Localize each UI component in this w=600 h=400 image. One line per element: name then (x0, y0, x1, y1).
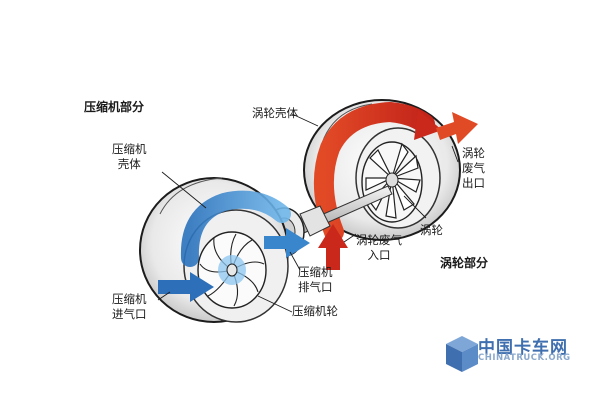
leader-lines (157, 113, 459, 313)
turbine-housing-label: 涡轮壳体 (252, 106, 298, 120)
compressor-inlet-line2: 进气口 (112, 307, 147, 321)
compressor-outlet-line1: 压缩机 (298, 265, 333, 279)
compressor-outlet-label: 压缩机 排气口 (298, 265, 333, 295)
turbine-exhaust-inlet-line1: 涡轮废气 (356, 233, 402, 247)
compressor-inlet-arrow (158, 272, 214, 302)
compressor-inlet-label: 压缩机 进气口 (112, 292, 147, 322)
turbine-exhaust-outlet-line3: 出口 (462, 176, 485, 190)
turbine-exhaust-outlet-line2: 废气 (462, 161, 485, 175)
turbine-wheel (361, 141, 423, 223)
turbine-wheel-label: 涡轮 (420, 223, 443, 237)
truck-logo-icon (446, 336, 478, 372)
compressor-wheel (197, 231, 267, 309)
turbine-exhaust-inlet-line2: 入口 (367, 248, 391, 262)
turbine-outlet-arrow (436, 112, 478, 144)
compressor-outlet-line2: 排气口 (298, 280, 333, 294)
compressor-wheel-label: 压缩机轮 (292, 304, 338, 318)
compressor-housing-label-line1: 压缩机 (112, 142, 147, 156)
compressor-inlet-line1: 压缩机 (112, 292, 147, 306)
compressor-section-label: 压缩机部分 (84, 100, 145, 114)
compressor-housing-label: 压缩机 壳体 (112, 142, 147, 172)
turbine-exhaust-outlet-line1: 涡轮 (462, 146, 485, 160)
compressor-housing-label-line2: 壳体 (117, 157, 141, 171)
turbine-hot-flow (313, 101, 435, 242)
turbine-flow-arrowhead (414, 110, 442, 140)
watermark-url: CHINATRUCK.ORG (478, 353, 571, 363)
turbine-exhaust-inlet-label: 涡轮废气 入口 (356, 233, 402, 263)
compressor-outlet-arrow (264, 228, 310, 258)
turbine-inlet-arrow (318, 224, 348, 270)
watermark (446, 336, 478, 372)
watermark-brand: 中国卡车网 (478, 338, 568, 358)
turbine-exhaust-outlet-label: 涡轮 废气 出口 (462, 146, 485, 191)
turbine-section-label: 涡轮部分 (440, 256, 489, 270)
compressor-cold-flow (180, 190, 291, 267)
